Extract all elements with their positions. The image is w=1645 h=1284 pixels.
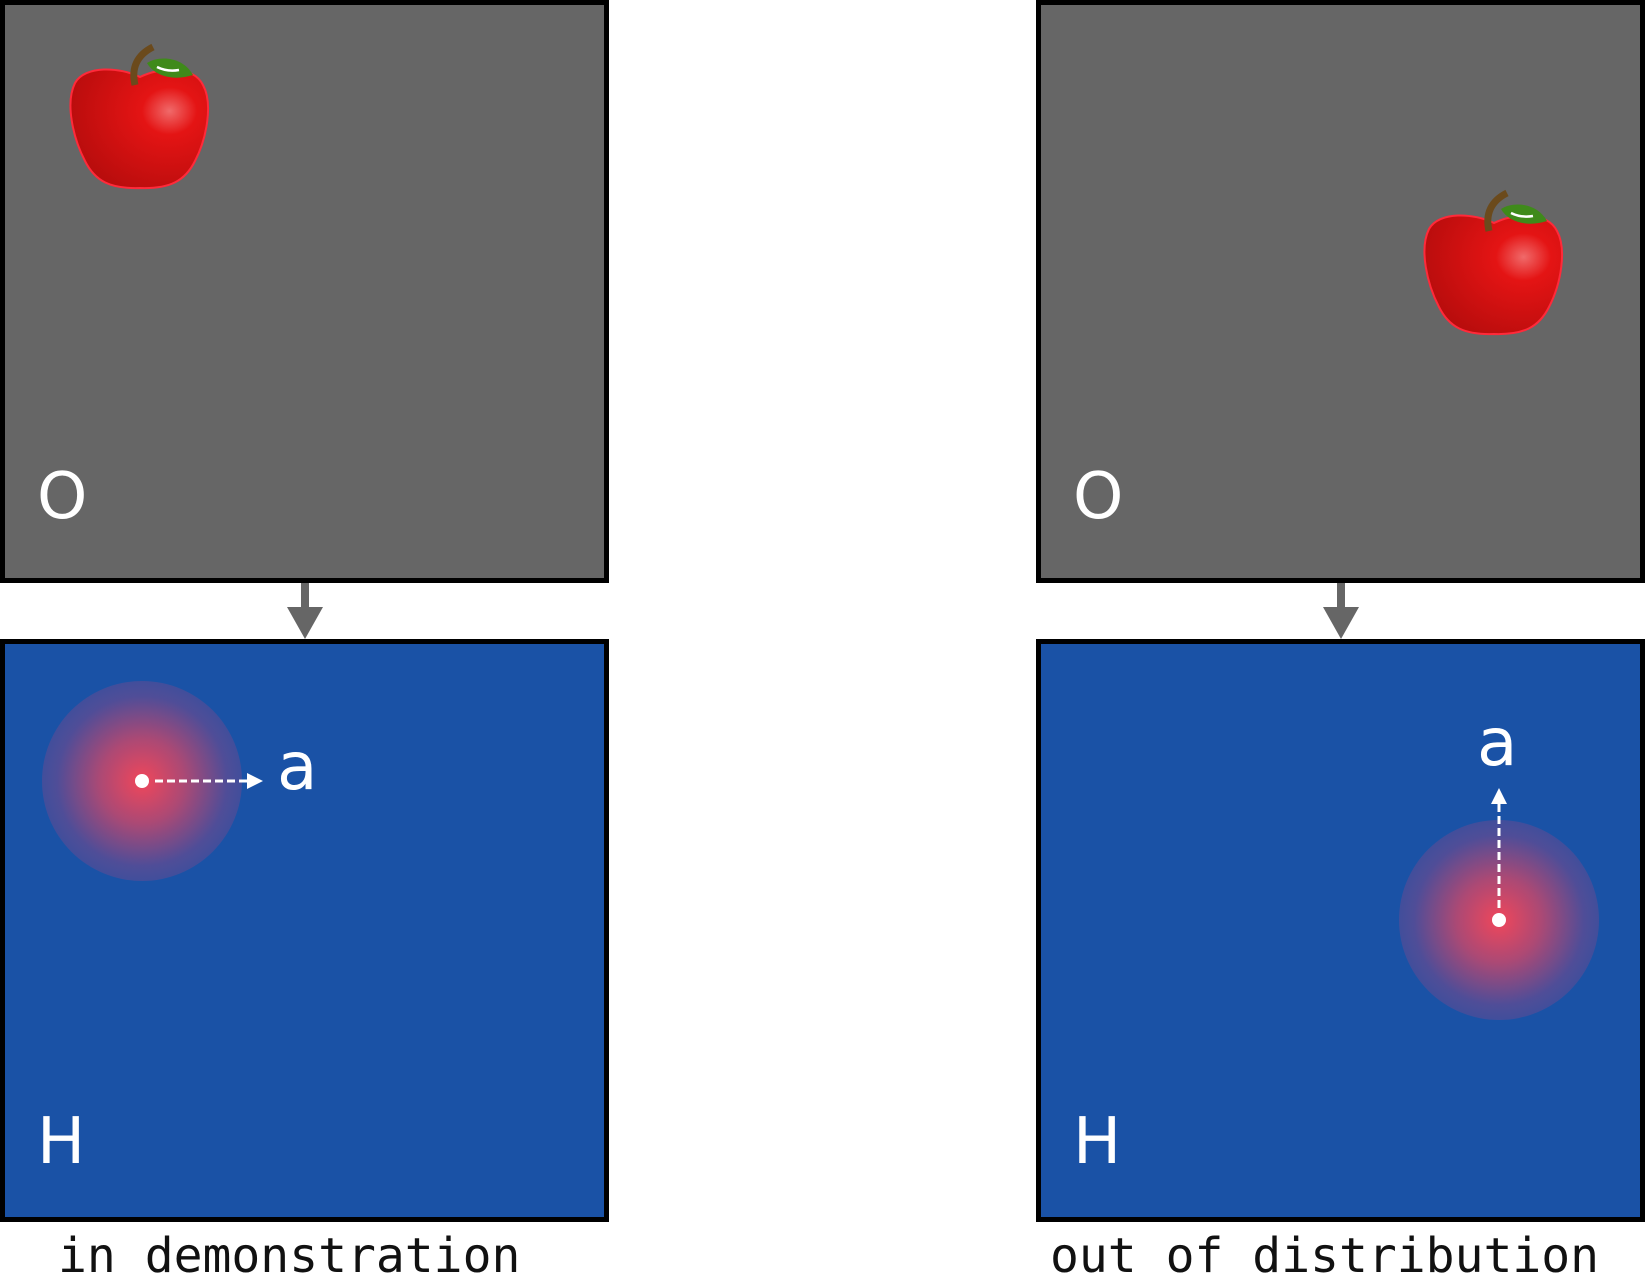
left-caption: in demonstration bbox=[58, 1228, 521, 1284]
dashed-arrow-up-icon bbox=[1489, 788, 1509, 912]
apple-icon bbox=[1419, 189, 1569, 349]
heatmap-label: H bbox=[1073, 1105, 1122, 1179]
observation-label: O bbox=[1073, 460, 1124, 534]
left-observation-panel: O bbox=[0, 0, 609, 583]
right-observation-panel: O bbox=[1036, 0, 1645, 583]
action-label: a bbox=[277, 728, 318, 805]
action-label: a bbox=[1477, 704, 1518, 781]
hotspot-center-dot bbox=[135, 774, 149, 788]
observation-label: O bbox=[37, 460, 88, 534]
left-heatmap-panel: a H bbox=[0, 639, 609, 1222]
heatmap-label: H bbox=[37, 1105, 86, 1179]
right-heatmap-panel: a H bbox=[1036, 639, 1645, 1222]
apple-icon bbox=[65, 43, 215, 203]
right-caption: out of distribution bbox=[1050, 1228, 1600, 1284]
down-arrow-icon bbox=[285, 583, 325, 639]
down-arrow-icon bbox=[1321, 583, 1361, 639]
hotspot-center-dot bbox=[1492, 913, 1506, 927]
dashed-arrow-right-icon bbox=[155, 771, 265, 791]
